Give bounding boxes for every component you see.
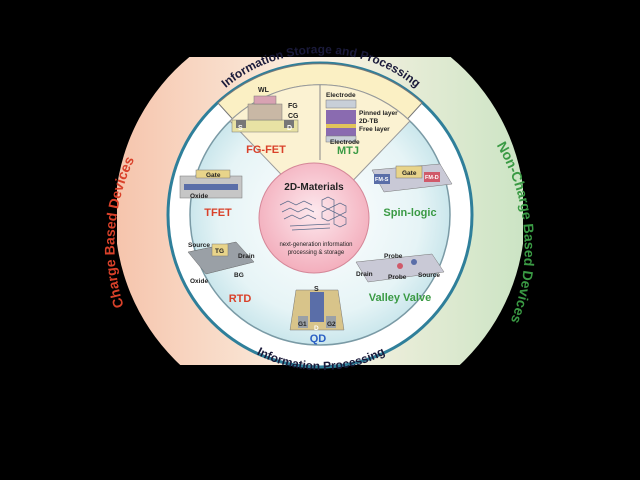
qd-title: QD bbox=[310, 333, 327, 345]
valley-valve-title: Valley Valve bbox=[369, 292, 431, 304]
rtd-label-source: Source bbox=[188, 242, 210, 249]
valley-valve-label-source: Source bbox=[418, 272, 440, 279]
valley-valve-label-drain: Drain bbox=[356, 271, 373, 278]
mtj-label-pinned: Pinned layer bbox=[359, 110, 398, 117]
spin-logic-label-fms: FM-S bbox=[375, 177, 389, 183]
center-title: 2D-Materials bbox=[284, 182, 344, 193]
mtj-label-2dtb: 2D-TB bbox=[359, 118, 378, 125]
valley-valve-label-probe-bottom: Probe bbox=[388, 274, 407, 281]
fg-fet-device: WL FG CG S D bbox=[231, 87, 299, 133]
tfet-title: TFET bbox=[204, 207, 232, 219]
rtd-title: RTD bbox=[229, 293, 252, 305]
qd-label-d: D bbox=[314, 325, 319, 332]
rtd-label-oxide: Oxide bbox=[190, 278, 208, 285]
fg-fet-title: FG-FET bbox=[246, 144, 286, 156]
qd-label-g1: G1 bbox=[298, 321, 307, 328]
mtj-label-electrode-top: Electrode bbox=[326, 92, 356, 99]
mtj-title: MTJ bbox=[337, 145, 359, 157]
fg-fet-label-s: S bbox=[238, 125, 243, 132]
qd-device: S G1 D G2 bbox=[289, 286, 345, 332]
fg-fet-label-d: D bbox=[287, 125, 292, 132]
mtj-device: Electrode Pinned layer 2D-TB Free layer … bbox=[325, 92, 398, 146]
rtd-label-drain: Drain bbox=[238, 253, 255, 260]
mtj-label-free: Free layer bbox=[359, 126, 390, 133]
center-caption-2: processing & storage bbox=[288, 250, 345, 256]
lattice-illustration bbox=[279, 196, 347, 231]
qd-label-g2: G2 bbox=[327, 321, 336, 328]
center-caption-1: next-generation information bbox=[279, 242, 352, 248]
fg-fet-label-cg: CG bbox=[288, 113, 299, 120]
qd-label-s: S bbox=[314, 286, 319, 293]
valley-valve-label-probe-top: Probe bbox=[384, 253, 403, 260]
fg-fet-label-wl: WL bbox=[258, 87, 270, 94]
valley-valve-device: Probe Drain Probe Source bbox=[355, 253, 445, 283]
mtj-label-electrode-bottom: Electrode bbox=[330, 139, 360, 146]
spin-logic-label-fmd: FM-D bbox=[425, 175, 439, 181]
tfet-label-oxide: Oxide bbox=[190, 193, 208, 200]
spin-logic-device: Gate FM-S FM-D bbox=[371, 163, 453, 193]
rtd-label-tg: TG bbox=[215, 248, 224, 255]
tfet-device: Gate Oxide bbox=[179, 169, 243, 200]
spin-logic-label-gate: Gate bbox=[402, 170, 417, 177]
fg-fet-label-fg: FG bbox=[288, 103, 298, 110]
rtd-device: Source TG Drain Oxide BG bbox=[187, 241, 255, 285]
spin-logic-title: Spin-logic bbox=[383, 207, 436, 219]
tfet-label-gate: Gate bbox=[206, 172, 221, 179]
rtd-label-bg: BG bbox=[234, 272, 244, 279]
